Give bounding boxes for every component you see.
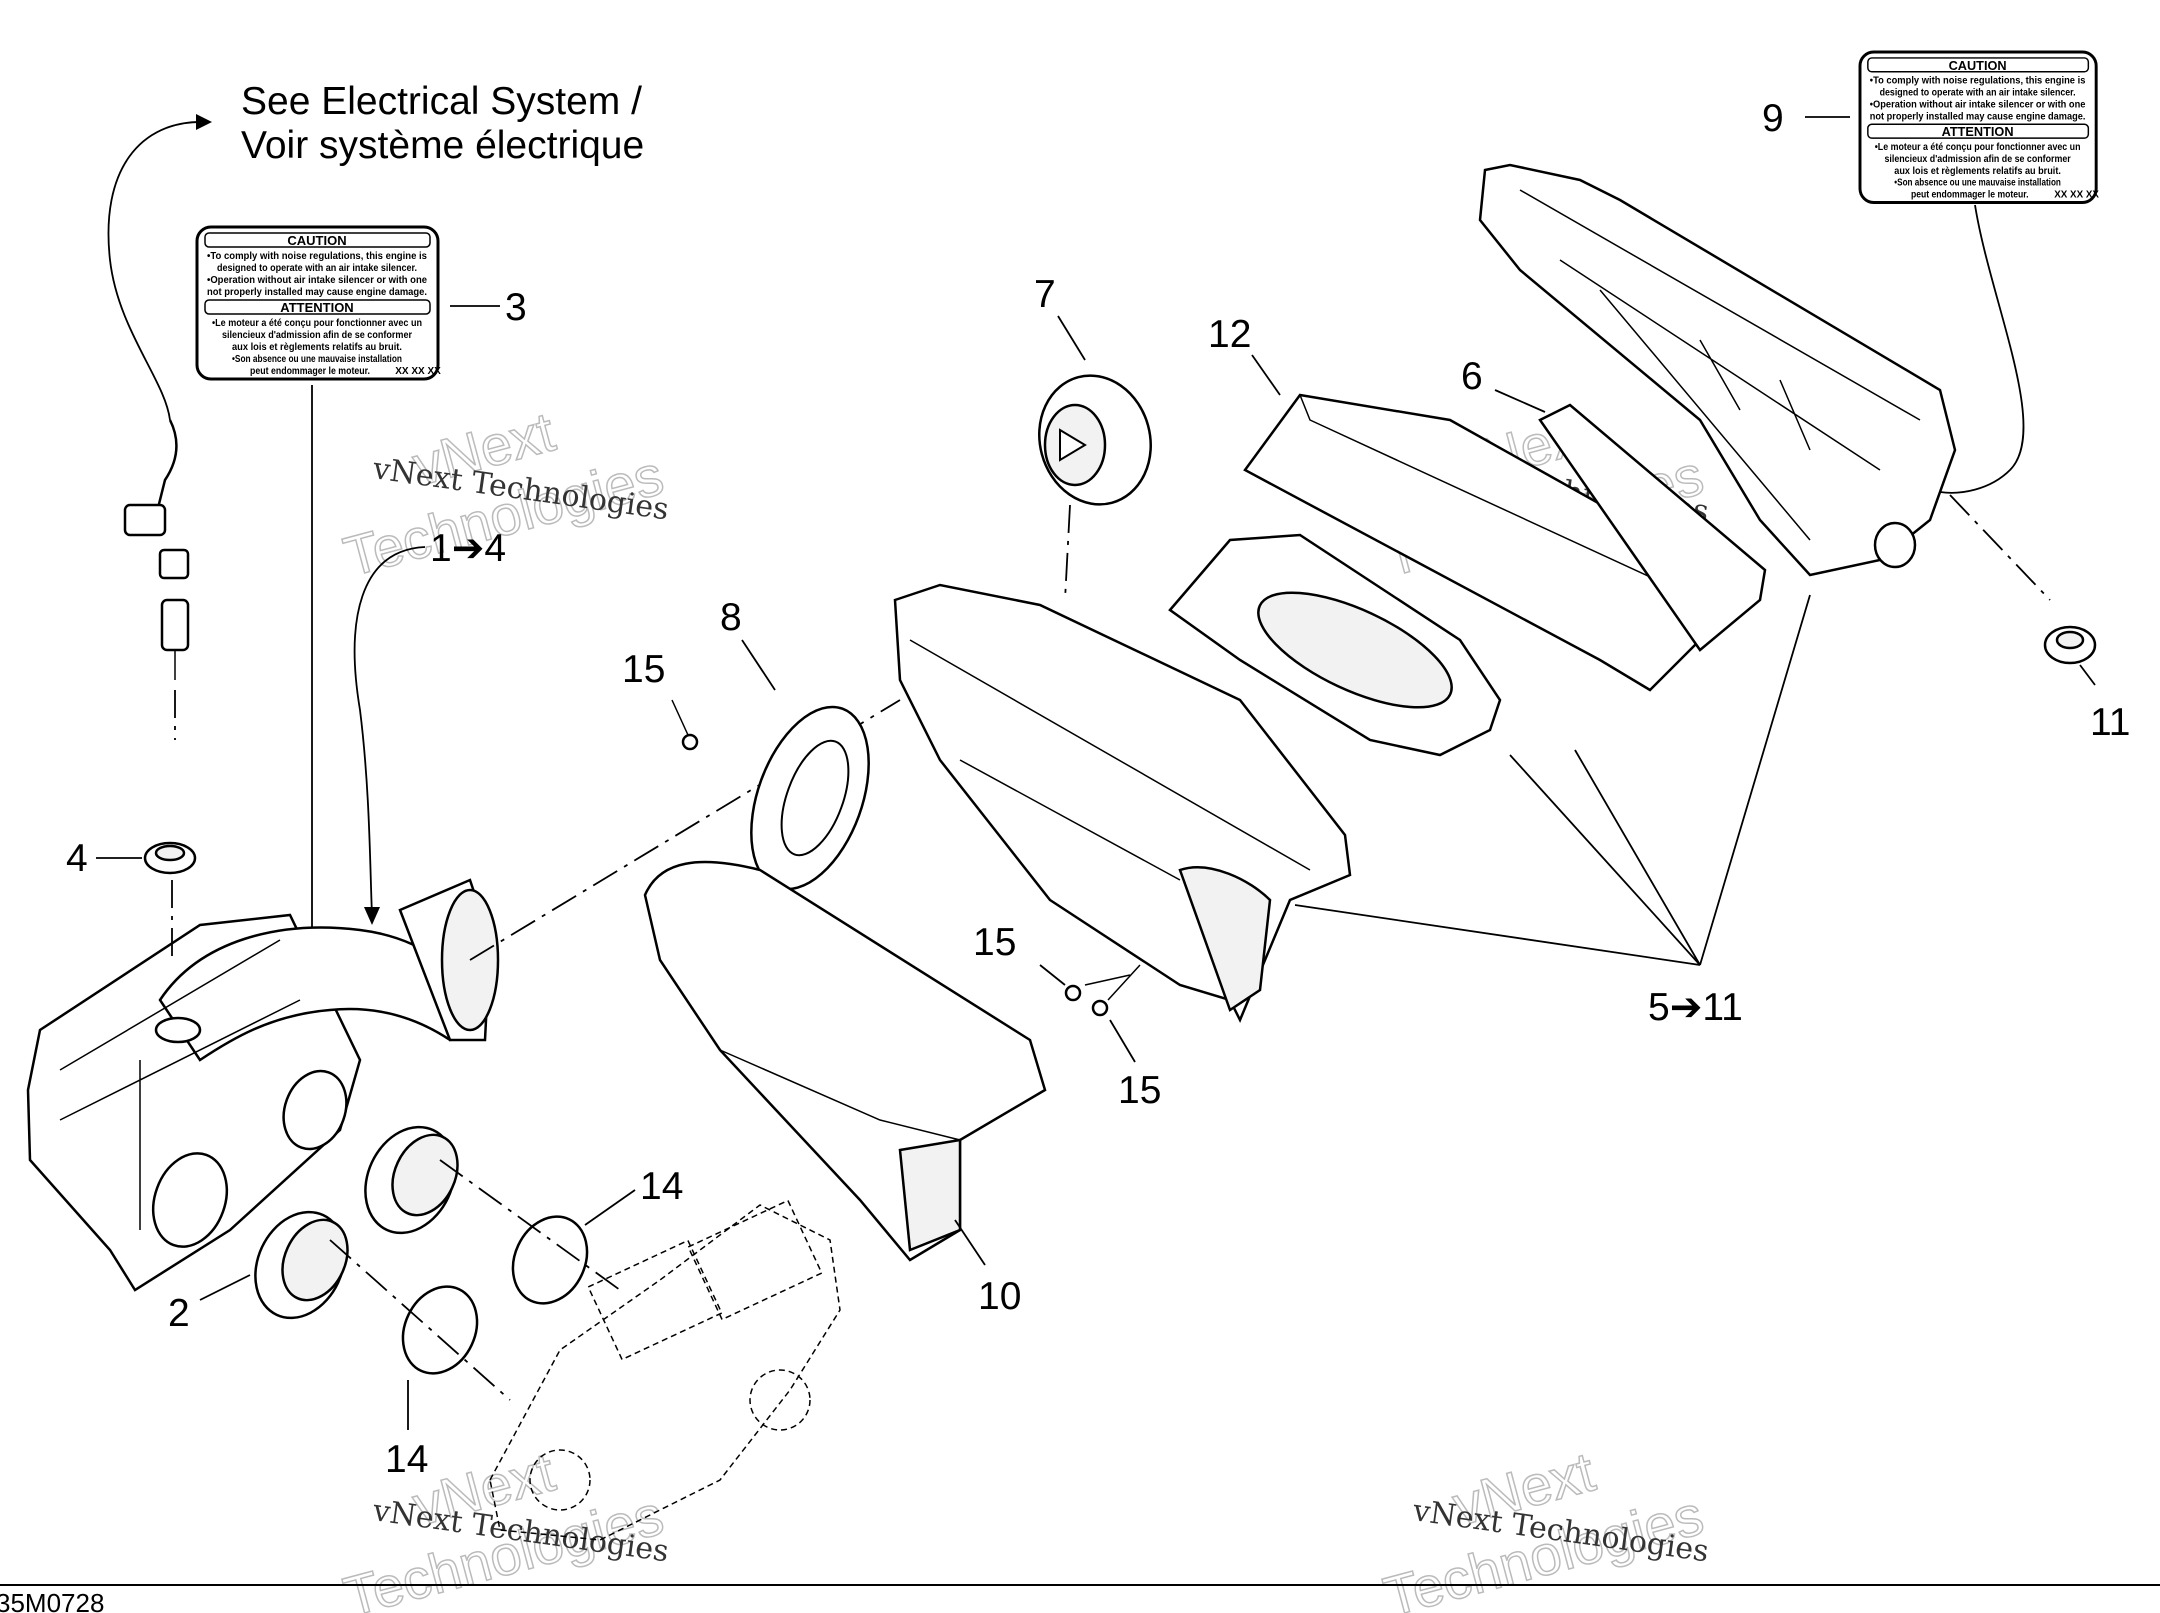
duct-10 [643, 860, 1047, 1262]
attention-line: •Le moteur a été conçu pour fonctionner … [212, 318, 422, 329]
callout-1-to-4: 1➔4 [430, 527, 506, 570]
clamp-14 [401, 1215, 589, 1375]
callout-12: 12 [1208, 313, 1251, 356]
callout-9: 9 [1762, 97, 1784, 140]
caution-line: designed to operate with an air intake s… [217, 263, 417, 274]
callout-8: 8 [720, 596, 742, 639]
callout-15: 15 [622, 648, 665, 691]
leader-line [1109, 1019, 1136, 1063]
arrowhead-icon [196, 114, 212, 130]
callout-5-to-11: 5➔11 [1648, 986, 1743, 1029]
attention-line: peut endommager le moteur. [250, 366, 370, 377]
caution-title: CAUTION [287, 233, 346, 248]
caution-line: not properly installed may cause engine … [1870, 111, 2086, 122]
leader-line [2079, 664, 2096, 686]
callout-10: 10 [978, 1275, 1021, 1318]
attention-line: •Son absence ou une mauvaise installatio… [232, 354, 402, 365]
center-line [1064, 504, 1071, 601]
center-line [329, 1159, 621, 1401]
electrical-system-reference-line2: Voir système électrique [241, 124, 644, 167]
foam-6 [1538, 403, 1767, 652]
callout-15: 15 [973, 921, 1016, 964]
callout-14: 14 [640, 1165, 683, 1208]
leader-line [199, 1274, 251, 1301]
caution-line: designed to operate with an air intake s… [1880, 88, 2076, 99]
caution-label-9: CAUTION •To comply with noise regulation… [1858, 50, 2099, 204]
screw-15 [671, 699, 699, 751]
leader-line [954, 1219, 986, 1266]
leader-line [741, 639, 776, 691]
center-line [469, 699, 901, 961]
tray [1168, 533, 1502, 757]
seal-ring-8 [750, 705, 870, 891]
leader-line [1494, 389, 1546, 413]
plug-11 [2043, 625, 2097, 665]
attention-line: •Son absence ou une mauvaise installatio… [1894, 178, 2061, 189]
attention-title: ATTENTION [1942, 124, 2014, 139]
leader-line [1939, 204, 2025, 494]
air-silencer-base [26, 878, 500, 1292]
screw-15 [1064, 964, 1141, 1017]
callout-3: 3 [505, 286, 527, 329]
caution-line: •Operation without air intake silencer o… [1870, 99, 2086, 110]
grommet-4 [143, 841, 197, 875]
attention-line: silencieux d'admission afin de se confor… [222, 330, 412, 341]
caution-label-3: CAUTION •To comply with noise regulation… [195, 225, 441, 381]
attention-line: peut endommager le moteur. [1911, 189, 2029, 200]
callout-2: 2 [168, 1292, 190, 1335]
callout-11: 11 [2090, 701, 2131, 744]
caution-line: •To comply with noise regulations, this … [1870, 76, 2086, 87]
leader-line [1294, 594, 1811, 966]
caution-line: •To comply with noise regulations, this … [207, 251, 427, 262]
callout-6: 6 [1461, 355, 1483, 398]
engine-phantom [489, 1199, 841, 1541]
caution-line: not properly installed may cause engine … [207, 287, 427, 298]
caution-line: •Operation without air intake silencer o… [207, 275, 427, 286]
attention-line: aux lois et règlements relatifs au bruit… [1894, 166, 2061, 177]
electrical-system-reference-line1: See Electrical System / [241, 80, 642, 123]
leader-line [1057, 315, 1086, 361]
center-line [1949, 494, 2051, 601]
leader-line [584, 1189, 636, 1226]
attention-line: silencieux d'admission afin de se confor… [1885, 154, 2071, 165]
callout-15: 15 [1118, 1069, 1161, 1112]
cover-7 [1038, 374, 1152, 506]
arrowhead-icon [364, 907, 380, 925]
upper-housing [1478, 163, 1957, 577]
reference-arrow [107, 121, 206, 421]
leader-line [1251, 354, 1281, 396]
sensor-connector [123, 419, 190, 740]
callout-4: 4 [66, 837, 88, 880]
attention-title: ATTENTION [280, 300, 353, 315]
callout-7: 7 [1034, 273, 1056, 316]
caution-title: CAUTION [1949, 58, 2007, 73]
leader-line [1039, 964, 1066, 986]
air-silencer-housing [893, 583, 1352, 1024]
attention-line: •Le moteur a été conçu pour fonctionner … [1875, 142, 2081, 153]
label-code: XX XX XX [2054, 189, 2099, 200]
drawing-code: 35M0728 [0, 1588, 104, 1613]
adapter-2 [254, 1125, 459, 1320]
leader-line [353, 546, 426, 916]
callout-14: 14 [385, 1438, 428, 1481]
attention-line: aux lois et règlements relatifs au bruit… [232, 342, 402, 353]
label-code: XX XX XX [395, 366, 441, 377]
